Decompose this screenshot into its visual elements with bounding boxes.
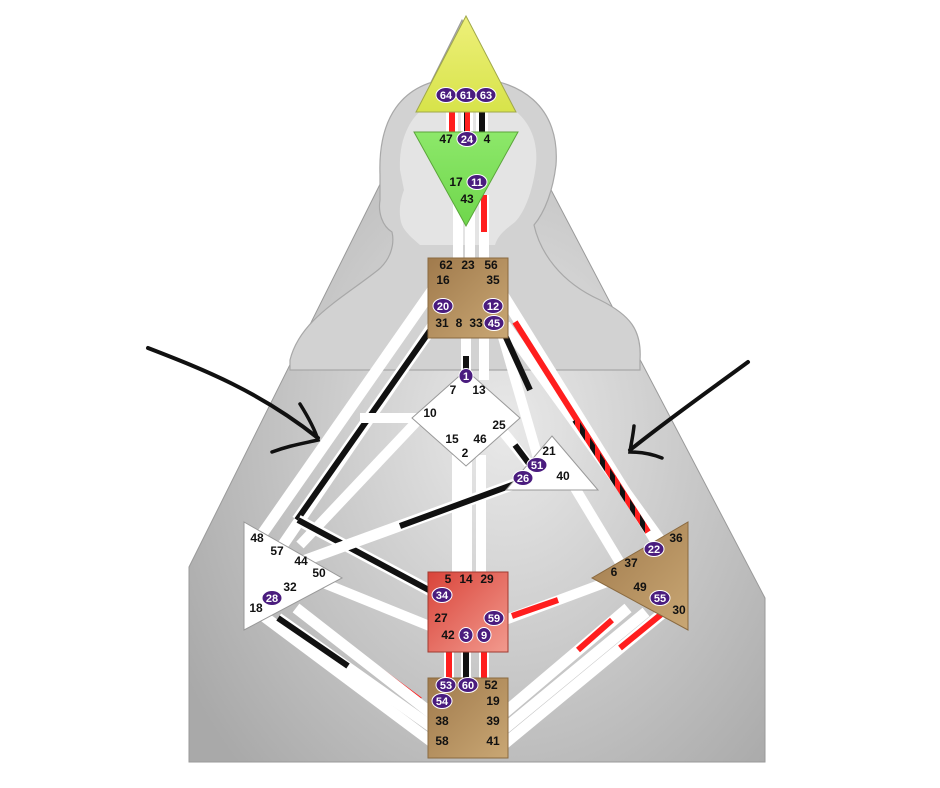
gate-label: 1 <box>463 371 469 383</box>
gate-label: 39 <box>486 714 500 728</box>
center-g <box>411 369 521 467</box>
gate-label: 52 <box>484 678 498 692</box>
gate-activation-marker <box>456 131 478 147</box>
left-arrow <box>146 346 320 440</box>
gate-activation-marker <box>482 298 504 314</box>
gate-label: 4 <box>484 132 491 146</box>
gate-label: 28 <box>266 593 278 605</box>
gate-label: 14 <box>459 572 473 586</box>
gate-label: 9 <box>481 630 487 642</box>
gate-label: 26 <box>517 473 529 485</box>
gate-activation-marker <box>483 610 505 626</box>
right-arrow <box>628 360 750 452</box>
gate-label: 18 <box>249 601 263 615</box>
gate-label: 3 <box>463 630 469 642</box>
gate-label: 59 <box>488 613 500 625</box>
gate-activation-marker <box>466 174 488 190</box>
gate-label: 21 <box>542 444 556 458</box>
gate-label: 35 <box>486 273 500 287</box>
gate-label: 46 <box>473 432 487 446</box>
gate-label: 32 <box>283 580 297 594</box>
gate-activation-marker <box>431 693 453 709</box>
gate-label: 51 <box>531 460 543 472</box>
gate-label: 55 <box>654 593 666 605</box>
gate-label: 43 <box>460 192 474 206</box>
gate-label: 44 <box>294 554 308 568</box>
gate-label: 6 <box>611 565 618 579</box>
left-arrowhead <box>270 402 321 454</box>
gate-label: 40 <box>556 469 570 483</box>
gate-label: 5 <box>445 572 452 586</box>
gate-label: 29 <box>480 572 494 586</box>
annotation-arrows <box>146 346 750 460</box>
gate-label: 16 <box>436 273 450 287</box>
gate-label: 60 <box>462 680 474 692</box>
gate-label: 2 <box>462 446 469 460</box>
gate-label: 10 <box>423 406 437 420</box>
gate-label: 47 <box>439 132 453 146</box>
gate-label: 23 <box>461 258 475 272</box>
right-arrowhead <box>628 424 664 460</box>
gate-label: 19 <box>486 694 500 708</box>
gate-activation-marker <box>431 587 453 603</box>
gate-activation-marker <box>457 677 479 693</box>
gate-activation-marker <box>435 677 457 693</box>
gate-activation-marker <box>475 87 497 103</box>
gate-label: 38 <box>435 714 449 728</box>
gate-label: 37 <box>624 556 638 570</box>
gate-label: 30 <box>672 603 686 617</box>
gate-label: 49 <box>633 580 647 594</box>
gate-label: 24 <box>461 134 474 146</box>
gate-activation-marker <box>649 590 671 606</box>
gate-label: 62 <box>439 258 453 272</box>
gate-label: 27 <box>434 611 448 625</box>
gate-label: 57 <box>270 544 284 558</box>
gate-label: 7 <box>450 383 457 397</box>
gate-label: 41 <box>486 734 500 748</box>
gate-activation-marker <box>476 627 492 643</box>
channels <box>253 108 685 750</box>
gate-label: 63 <box>480 90 492 102</box>
gate-activation-marker <box>458 368 474 384</box>
gate-label: 61 <box>460 90 472 102</box>
gate-label: 53 <box>440 680 452 692</box>
gate-activation-marker <box>458 627 474 643</box>
gate-activation-marker <box>643 541 665 557</box>
gate-activation-marker <box>261 590 283 606</box>
gate-label: 12 <box>487 301 499 313</box>
gate-label: 33 <box>469 316 483 330</box>
gate-label: 20 <box>437 301 449 313</box>
gate-label: 11 <box>471 177 483 189</box>
gate-label: 58 <box>435 734 449 748</box>
gate-activation-marker <box>483 315 505 331</box>
gate-label: 54 <box>436 696 449 708</box>
gate-label: 56 <box>484 258 498 272</box>
gate-label: 13 <box>472 383 486 397</box>
gate-label: 25 <box>492 418 506 432</box>
gate-label: 34 <box>436 590 449 602</box>
gate-label: 45 <box>488 318 500 330</box>
gate-label: 50 <box>312 566 326 580</box>
gate-activation-marker <box>432 298 454 314</box>
gate-label: 64 <box>440 90 453 102</box>
gate-label: 31 <box>435 316 449 330</box>
gate-label: 17 <box>449 175 463 189</box>
gate-activation-marker <box>526 457 548 473</box>
gate-label: 48 <box>250 531 264 545</box>
gate-label: 42 <box>441 628 455 642</box>
gate-label: 36 <box>669 531 683 545</box>
gate-label: 8 <box>456 316 463 330</box>
gate-label: 15 <box>445 432 459 446</box>
gate-label: 22 <box>648 544 660 556</box>
gate-activation-marker <box>512 470 534 486</box>
